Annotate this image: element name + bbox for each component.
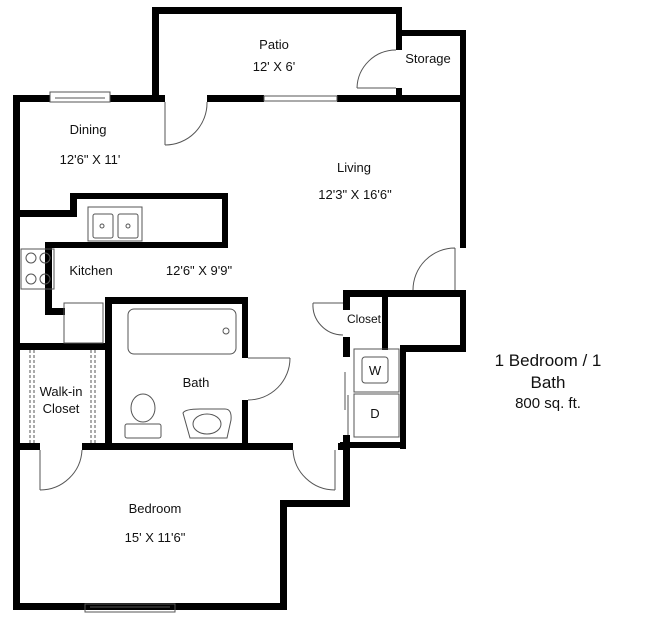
plan-summary: 1 Bedroom / 1 Bath 800 sq. ft. [487, 350, 609, 414]
walls [13, 7, 466, 610]
living-label: Living [337, 160, 371, 175]
kitchen-label: Kitchen [69, 263, 113, 278]
bedroom-size: 15' X 11'6" [124, 530, 186, 545]
storage-label: Storage [405, 51, 451, 66]
closet-label: Closet [346, 312, 382, 326]
dining-size: 12'6" X 11' [59, 152, 121, 167]
kitchen-size: 12'6" X 9'9" [165, 263, 233, 278]
living-size: 12'3" X 16'6" [318, 187, 392, 202]
bedroom-label: Bedroom [128, 501, 182, 516]
dining-label: Dining [69, 122, 107, 137]
patio-label: Patio [259, 37, 289, 52]
walkin-line2: Closet [42, 401, 80, 416]
patio-size: 12' X 6' [252, 59, 296, 74]
fixtures [20, 49, 456, 613]
dryer-label: D [370, 406, 380, 421]
plan-area: 800 sq. ft. [515, 395, 581, 412]
washer-label: W [368, 363, 382, 378]
bath-label: Bath [182, 375, 210, 390]
plan-title: 1 Bedroom / 1 Bath [494, 351, 602, 392]
walkin-line1: Walk-in [39, 384, 83, 399]
